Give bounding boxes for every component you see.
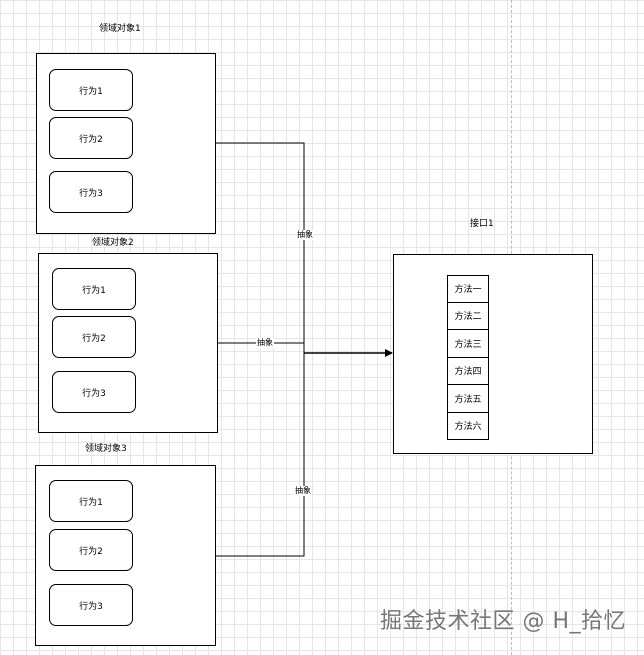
- behavior-box[interactable]: 行为3: [52, 371, 136, 413]
- method-item[interactable]: 方法六: [447, 412, 489, 440]
- behavior-box[interactable]: 行为1: [49, 69, 133, 111]
- method-item[interactable]: 方法一: [447, 275, 489, 303]
- connector-1: [216, 142, 305, 353]
- behavior-box[interactable]: 行为3: [49, 584, 133, 626]
- domain-object-3-label: 领域对象3: [85, 444, 127, 454]
- watermark: 掘金技术社区 @ H_拾忆: [379, 609, 626, 634]
- connector-3: [216, 353, 305, 557]
- interface-label: 接口1: [470, 219, 494, 229]
- domain-object-3-box[interactable]: 行为1 行为2 行为3: [35, 465, 216, 646]
- interface-box[interactable]: [393, 254, 593, 454]
- edge-label-3: 抽象: [294, 486, 312, 496]
- behavior-box[interactable]: 行为1: [49, 480, 133, 522]
- behavior-box[interactable]: 行为2: [52, 316, 136, 358]
- behavior-box[interactable]: 行为2: [49, 529, 133, 571]
- connector-2: [218, 342, 305, 353]
- method-list: 方法一 方法二 方法三 方法四 方法五 方法六: [447, 275, 489, 440]
- edge-label-1: 抽象: [296, 230, 314, 240]
- method-item[interactable]: 方法二: [447, 302, 489, 330]
- domain-object-1-box[interactable]: 行为1 行为2 行为3: [36, 53, 216, 234]
- method-item[interactable]: 方法三: [447, 330, 489, 358]
- behavior-box[interactable]: 行为3: [49, 171, 133, 213]
- domain-object-2-label: 领域对象2: [92, 238, 134, 248]
- domain-object-2-box[interactable]: 行为1 行为2 行为3: [38, 253, 218, 433]
- domain-object-1-label: 领域对象1: [99, 24, 141, 34]
- behavior-box[interactable]: 行为1: [52, 268, 136, 310]
- method-item[interactable]: 方法五: [447, 385, 489, 413]
- method-item[interactable]: 方法四: [447, 357, 489, 385]
- edge-label-2: 抽象: [256, 338, 274, 348]
- behavior-box[interactable]: 行为2: [49, 117, 133, 159]
